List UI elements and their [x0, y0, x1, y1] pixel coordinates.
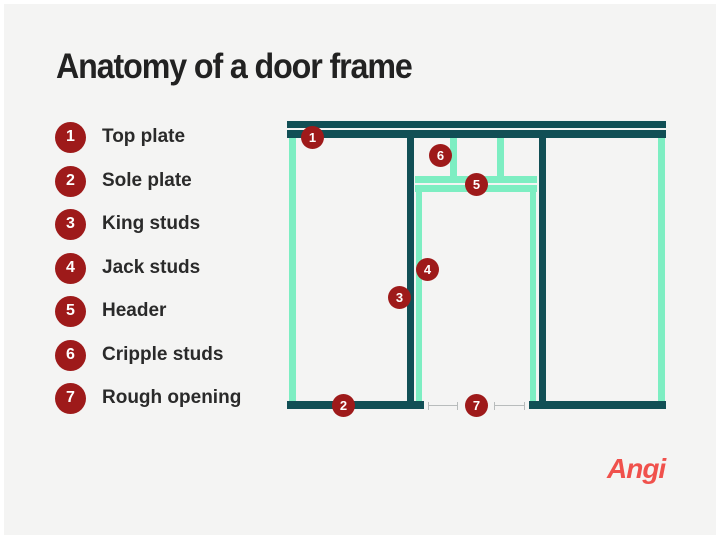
angi-logo: Angi [607, 453, 666, 484]
marker-rough-opening: 7 [465, 394, 488, 417]
legend-item-top-plate: 1 Top plate [55, 121, 185, 153]
legend-item-jack-studs: 4 Jack studs [55, 252, 200, 284]
legend-label: Jack studs [102, 257, 201, 278]
legend-label: King studs [102, 213, 201, 234]
number-badge: 6 [55, 339, 86, 371]
dimension-tick [494, 402, 495, 410]
legend-label: Sole plate [102, 170, 192, 191]
jack-stud-right [530, 192, 536, 401]
number-badge: 7 [55, 382, 86, 414]
legend-item-king-studs: 3 King studs [55, 208, 200, 240]
legend-label: Cripple studs [102, 344, 224, 365]
legend-label: Top plate [102, 126, 186, 147]
king-stud-right [539, 138, 546, 401]
number-badge: 3 [55, 208, 86, 240]
number-badge: 5 [55, 295, 86, 327]
marker-jack-stud: 4 [416, 258, 439, 281]
cripple-stud-left [450, 138, 457, 176]
dimension-tick-right [524, 402, 525, 410]
sole-plate-left [287, 401, 424, 409]
legend-item-sole-plate: 2 Sole plate [55, 165, 192, 197]
marker-sole-plate: 2 [332, 394, 355, 417]
marker-king-stud: 3 [388, 286, 411, 309]
sole-plate-right [529, 401, 666, 409]
number-badge: 2 [55, 165, 86, 197]
legend-item-rough-opening: 7 Rough opening [55, 382, 241, 414]
marker-header: 5 [465, 173, 488, 196]
infographic-card [4, 4, 716, 535]
dimension-line-right [494, 405, 524, 406]
number-badge: 4 [55, 252, 86, 284]
outer-stud-right [658, 138, 665, 401]
dimension-line-left [428, 405, 458, 406]
jack-stud-left [416, 192, 422, 401]
king-stud-left [407, 138, 414, 401]
legend-label: Header [102, 300, 167, 321]
number-badge: 1 [55, 121, 86, 153]
page-title: Anatomy of a door frame [56, 47, 413, 86]
legend-item-cripple-studs: 6 Cripple studs [55, 339, 223, 371]
legend-item-header: 5 Header [55, 295, 166, 327]
marker-cripple-stud: 6 [429, 144, 452, 167]
marker-top-plate: 1 [301, 126, 324, 149]
dimension-tick [457, 402, 458, 410]
top-plate-lower [287, 130, 666, 138]
top-plate-upper [287, 121, 666, 128]
dimension-tick-left [428, 402, 429, 410]
outer-stud-left [289, 138, 296, 401]
legend-label: Rough opening [102, 387, 242, 408]
cripple-stud-right [497, 138, 504, 176]
